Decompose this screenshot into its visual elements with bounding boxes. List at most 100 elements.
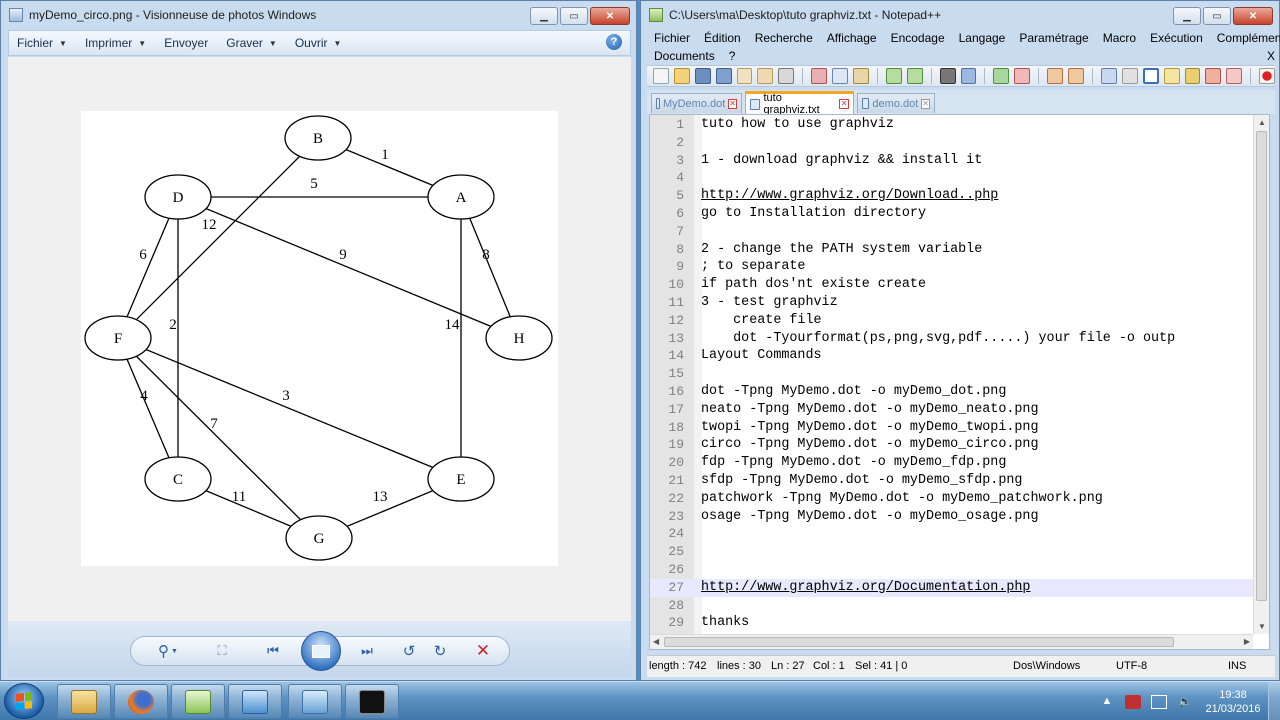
menu-langage[interactable]: Langage bbox=[958, 31, 1006, 45]
start-button[interactable] bbox=[4, 683, 44, 719]
tab-mydemo-dot[interactable]: MyDemo.dot ✕ bbox=[651, 93, 742, 113]
show-desktop-button[interactable] bbox=[1268, 682, 1280, 720]
editor-line[interactable]: 13 dot -Tyourformat(ps,png,svg,pdf.....)… bbox=[650, 330, 1253, 348]
slideshow-button[interactable] bbox=[301, 631, 341, 671]
undo-icon[interactable] bbox=[885, 68, 902, 84]
maximize-button[interactable]: ▭ bbox=[1203, 7, 1231, 25]
replace-icon[interactable] bbox=[960, 68, 977, 84]
close-tab-icon[interactable]: ✕ bbox=[728, 98, 737, 109]
editor-line[interactable]: 15 bbox=[650, 365, 1253, 383]
copy-icon[interactable] bbox=[832, 68, 848, 84]
menu-execution[interactable]: Exécution bbox=[1150, 31, 1203, 45]
rotate-left-icon[interactable]: ↺ bbox=[402, 643, 416, 660]
folder-workspace-icon[interactable] bbox=[1226, 68, 1243, 84]
find-icon[interactable] bbox=[939, 68, 956, 84]
maximize-button[interactable]: ▭ bbox=[560, 7, 588, 25]
paste-icon[interactable] bbox=[853, 68, 869, 84]
zoom-out-icon[interactable] bbox=[1014, 68, 1031, 84]
close-tab-icon[interactable]: ✕ bbox=[921, 98, 930, 109]
menu-documents[interactable]: Documents bbox=[654, 49, 715, 63]
menu-recherche[interactable]: Recherche bbox=[754, 31, 813, 45]
print-icon[interactable] bbox=[778, 68, 795, 84]
taskbar-explorer[interactable] bbox=[57, 684, 111, 719]
volume-icon[interactable]: 🔈 bbox=[1178, 695, 1192, 708]
menu-imprimer[interactable]: Imprimer▼ bbox=[85, 36, 146, 50]
document-map-icon[interactable] bbox=[1184, 68, 1201, 84]
menu-complements[interactable]: Compléments bbox=[1216, 31, 1280, 45]
taskbar-cmd[interactable] bbox=[345, 684, 399, 719]
taskbar-firefox[interactable] bbox=[114, 684, 168, 719]
menu-macro[interactable]: Macro bbox=[1102, 31, 1137, 45]
show-all-chars-icon[interactable] bbox=[1121, 68, 1138, 84]
clock[interactable]: 19:38 21/03/2016 bbox=[1198, 688, 1268, 716]
save-icon[interactable] bbox=[694, 68, 711, 84]
scroll-right-icon[interactable]: ▶ bbox=[1243, 637, 1250, 646]
tab-demo-dot[interactable]: demo.dot ✕ bbox=[857, 93, 935, 113]
previous-icon[interactable]: ⏮ bbox=[267, 643, 279, 658]
editor-line[interactable]: 24 bbox=[650, 525, 1253, 543]
scroll-left-icon[interactable]: ◀ bbox=[653, 637, 660, 646]
editor-line[interactable]: 2 bbox=[650, 134, 1253, 152]
line-url-text[interactable]: http://www.graphviz.org/Download..php bbox=[701, 188, 999, 204]
network-icon[interactable] bbox=[1151, 694, 1167, 709]
action-center-icon[interactable] bbox=[1125, 694, 1141, 709]
minimize-button[interactable]: ▁ bbox=[530, 7, 558, 25]
zoom-icon[interactable]: ⚲▼ bbox=[158, 643, 178, 660]
taskbar-control-panel[interactable] bbox=[288, 684, 342, 719]
editor-line[interactable]: 4 bbox=[650, 169, 1253, 187]
zoom-in-icon[interactable] bbox=[993, 68, 1010, 84]
help-icon[interactable]: ? bbox=[606, 34, 622, 50]
rotate-right-icon[interactable]: ↻ bbox=[433, 643, 447, 660]
editor-line[interactable]: 26 bbox=[650, 561, 1253, 579]
cut-icon[interactable] bbox=[811, 68, 828, 84]
word-wrap-icon[interactable] bbox=[1100, 68, 1117, 84]
show-hidden-icons-icon[interactable]: ▲ bbox=[1101, 694, 1113, 707]
close-button[interactable]: ✕ bbox=[590, 7, 630, 25]
menu-affichage[interactable]: Affichage bbox=[826, 31, 877, 45]
minimize-button[interactable]: ▁ bbox=[1173, 7, 1201, 25]
menu-help[interactable]: ? bbox=[728, 49, 736, 63]
menu-fichier[interactable]: Fichier▼ bbox=[17, 36, 67, 50]
horizontal-scrollbar[interactable]: ◀ ▶ bbox=[650, 634, 1253, 649]
close-document-button[interactable]: X bbox=[1266, 49, 1275, 63]
redo-icon[interactable] bbox=[906, 68, 923, 84]
scroll-up-icon[interactable]: ▲ bbox=[1258, 118, 1266, 127]
record-macro-icon[interactable] bbox=[1259, 68, 1276, 84]
editor-line[interactable]: 9; to separate bbox=[650, 258, 1253, 276]
new-file-icon[interactable] bbox=[653, 68, 669, 84]
editor-line[interactable]: 7 bbox=[650, 223, 1253, 241]
tab-tuto-graphviz[interactable]: tuto graphviz.txt ✕ bbox=[745, 91, 854, 116]
vertical-scrollbar[interactable]: ▲ ▼ bbox=[1253, 115, 1269, 634]
menu-encodage[interactable]: Encodage bbox=[890, 31, 945, 45]
taskbar-notepadpp[interactable] bbox=[171, 684, 225, 719]
line-url-text[interactable]: http://www.graphviz.org/Documentation.ph… bbox=[701, 579, 1031, 595]
close-button[interactable]: ✕ bbox=[1233, 7, 1273, 25]
horizontal-scroll-thumb[interactable] bbox=[664, 637, 1174, 647]
vertical-scroll-thumb[interactable] bbox=[1256, 131, 1267, 601]
sync-horizontal-icon[interactable] bbox=[1068, 68, 1084, 84]
menu-edition[interactable]: Édition bbox=[704, 31, 741, 45]
menu-envoyer[interactable]: Envoyer bbox=[164, 36, 208, 50]
next-icon[interactable]: ⏭ bbox=[361, 643, 373, 658]
sync-vertical-icon[interactable] bbox=[1047, 68, 1064, 84]
notepad-titlebar[interactable]: C:\Users\ma\Desktop\tuto graphviz.txt - … bbox=[641, 1, 1279, 29]
editor-line[interactable]: 28 bbox=[650, 597, 1253, 615]
close-tab-icon[interactable]: ✕ bbox=[839, 99, 849, 109]
